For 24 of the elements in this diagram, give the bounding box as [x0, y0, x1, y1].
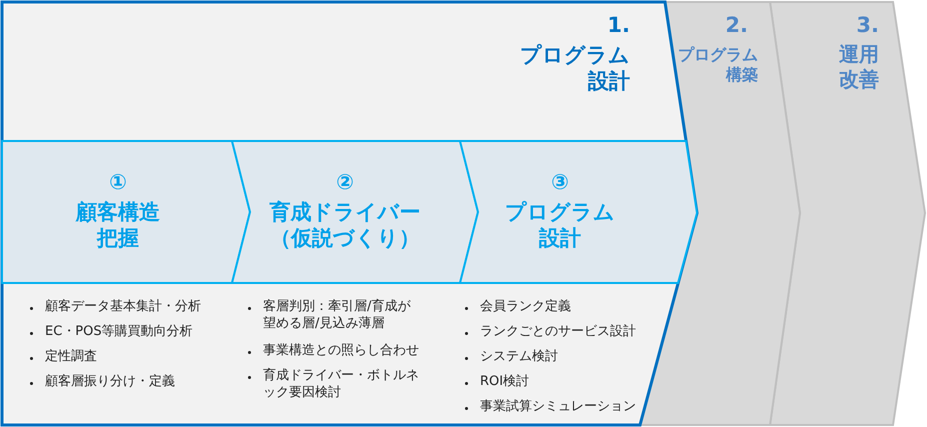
- phase-title: プログラム構築: [677, 45, 758, 85]
- bullet-item: 顧客層振り分け・定義: [30, 374, 227, 391]
- phase-number: 1.: [606, 12, 630, 38]
- step-title: プログラム設計: [504, 199, 616, 252]
- bullet-item: 定性調査: [30, 349, 227, 366]
- bullet-item: システム検討: [465, 349, 662, 366]
- phase-title: プログラム設計: [519, 42, 630, 94]
- phase-title: 運用改善: [838, 42, 879, 92]
- step-title: 顧客構造把握: [74, 199, 161, 252]
- bullet-item: 顧客データ基本集計・分析: [30, 299, 227, 316]
- bullet-item: 事業構造との照らし合わせ: [248, 343, 419, 360]
- bullet-item: 育成ドライバー・ボトルネック要因検討: [248, 368, 419, 402]
- bullet-item: ランクごとのサービス設計: [465, 324, 662, 341]
- bullet-item: ROI検討: [465, 374, 662, 391]
- bullet-item: 客層判別：牽引層/育成が望める層/見込み薄層: [248, 299, 419, 333]
- phase-number: 2.: [724, 12, 748, 38]
- step-number: ③: [550, 169, 570, 196]
- bullet-item: 会員ランク定義: [465, 299, 662, 316]
- bullet-item: 事業試算シミュレーション: [465, 399, 662, 416]
- step-number: ②: [335, 169, 355, 196]
- phase-number: 3.: [855, 12, 879, 38]
- bullet-item: EC・POS等購買動向分析: [30, 324, 227, 341]
- step-title: 育成ドライバー（仮説づくり）: [268, 199, 422, 252]
- step-number: ①: [108, 169, 128, 196]
